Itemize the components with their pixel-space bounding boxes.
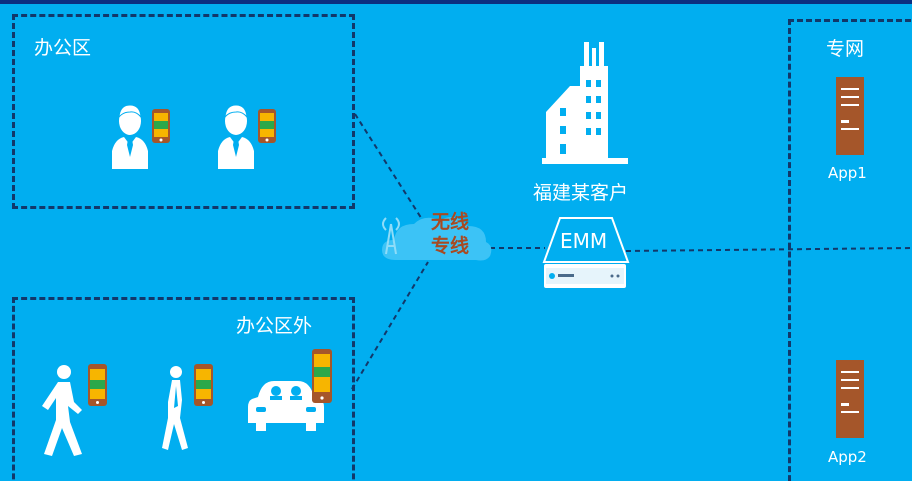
office-zone-label: 办公区 bbox=[34, 37, 92, 59]
private-network-label: 专网 bbox=[826, 38, 865, 60]
wireless-label-line2: 专线 bbox=[431, 235, 470, 257]
office-zone bbox=[12, 14, 355, 209]
wireless-line-label: 无线 专线 bbox=[431, 210, 469, 258]
wireless-label-line1: 无线 bbox=[431, 211, 470, 233]
app1-server bbox=[835, 76, 865, 156]
outside-walker-1 bbox=[38, 362, 113, 460]
customer-building bbox=[540, 40, 630, 166]
businessman-icon bbox=[218, 104, 276, 169]
outside-zone bbox=[12, 297, 355, 481]
emm-label: EMM bbox=[560, 229, 608, 253]
walking-person-icon bbox=[42, 364, 107, 456]
emm-server-icon bbox=[542, 217, 630, 288]
outside-zone-label: 办公区外 bbox=[236, 315, 313, 337]
building-icon bbox=[542, 42, 628, 164]
private-network-zone bbox=[788, 19, 912, 481]
wireless-cloud bbox=[374, 210, 498, 274]
server-icon bbox=[836, 77, 864, 155]
car-icon bbox=[248, 349, 332, 431]
connection-lines bbox=[351, 113, 912, 390]
outside-walker-2 bbox=[158, 362, 218, 454]
app2-server bbox=[835, 359, 865, 439]
office-user-2 bbox=[218, 99, 280, 171]
emm-to-private-network-line bbox=[625, 247, 912, 252]
app1-label: App1 bbox=[828, 164, 867, 182]
antenna-icon bbox=[382, 217, 400, 255]
app2-label: App2 bbox=[828, 448, 867, 466]
outside-car bbox=[246, 347, 338, 443]
businessman-icon bbox=[112, 104, 170, 169]
server-icon bbox=[836, 360, 864, 438]
emm-appliance bbox=[538, 216, 630, 292]
office-to-wireless-line bbox=[354, 113, 426, 225]
walking-person-icon bbox=[162, 364, 213, 450]
outside-to-wireless-line bbox=[351, 261, 429, 390]
office-user-1 bbox=[112, 99, 174, 171]
customer-label: 福建某客户 bbox=[533, 182, 629, 204]
cloud-icon bbox=[382, 217, 492, 261]
